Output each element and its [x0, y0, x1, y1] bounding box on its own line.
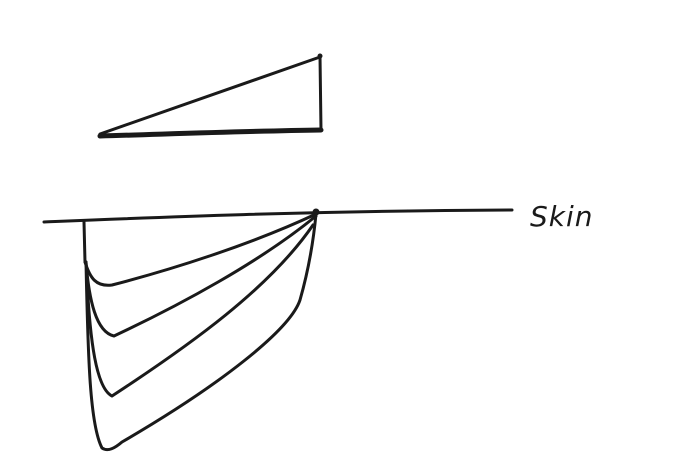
wedge-top-edge [98, 55, 322, 136]
depth-curve-3 [85, 223, 315, 398]
depth-curves [83, 212, 318, 452]
depth-curve-2 [84, 214, 318, 338]
skin-line [42, 208, 514, 224]
wedge-top-dot [317, 53, 323, 59]
depth-curve-1 [83, 212, 318, 287]
wedge-base-edge [97, 127, 324, 139]
wedge-triangle [97, 53, 324, 139]
wedge-right-edge [318, 54, 323, 132]
skin-label: Skin [530, 200, 594, 233]
depth-curve-4 [84, 212, 318, 452]
profile-left-wall [82, 220, 87, 264]
